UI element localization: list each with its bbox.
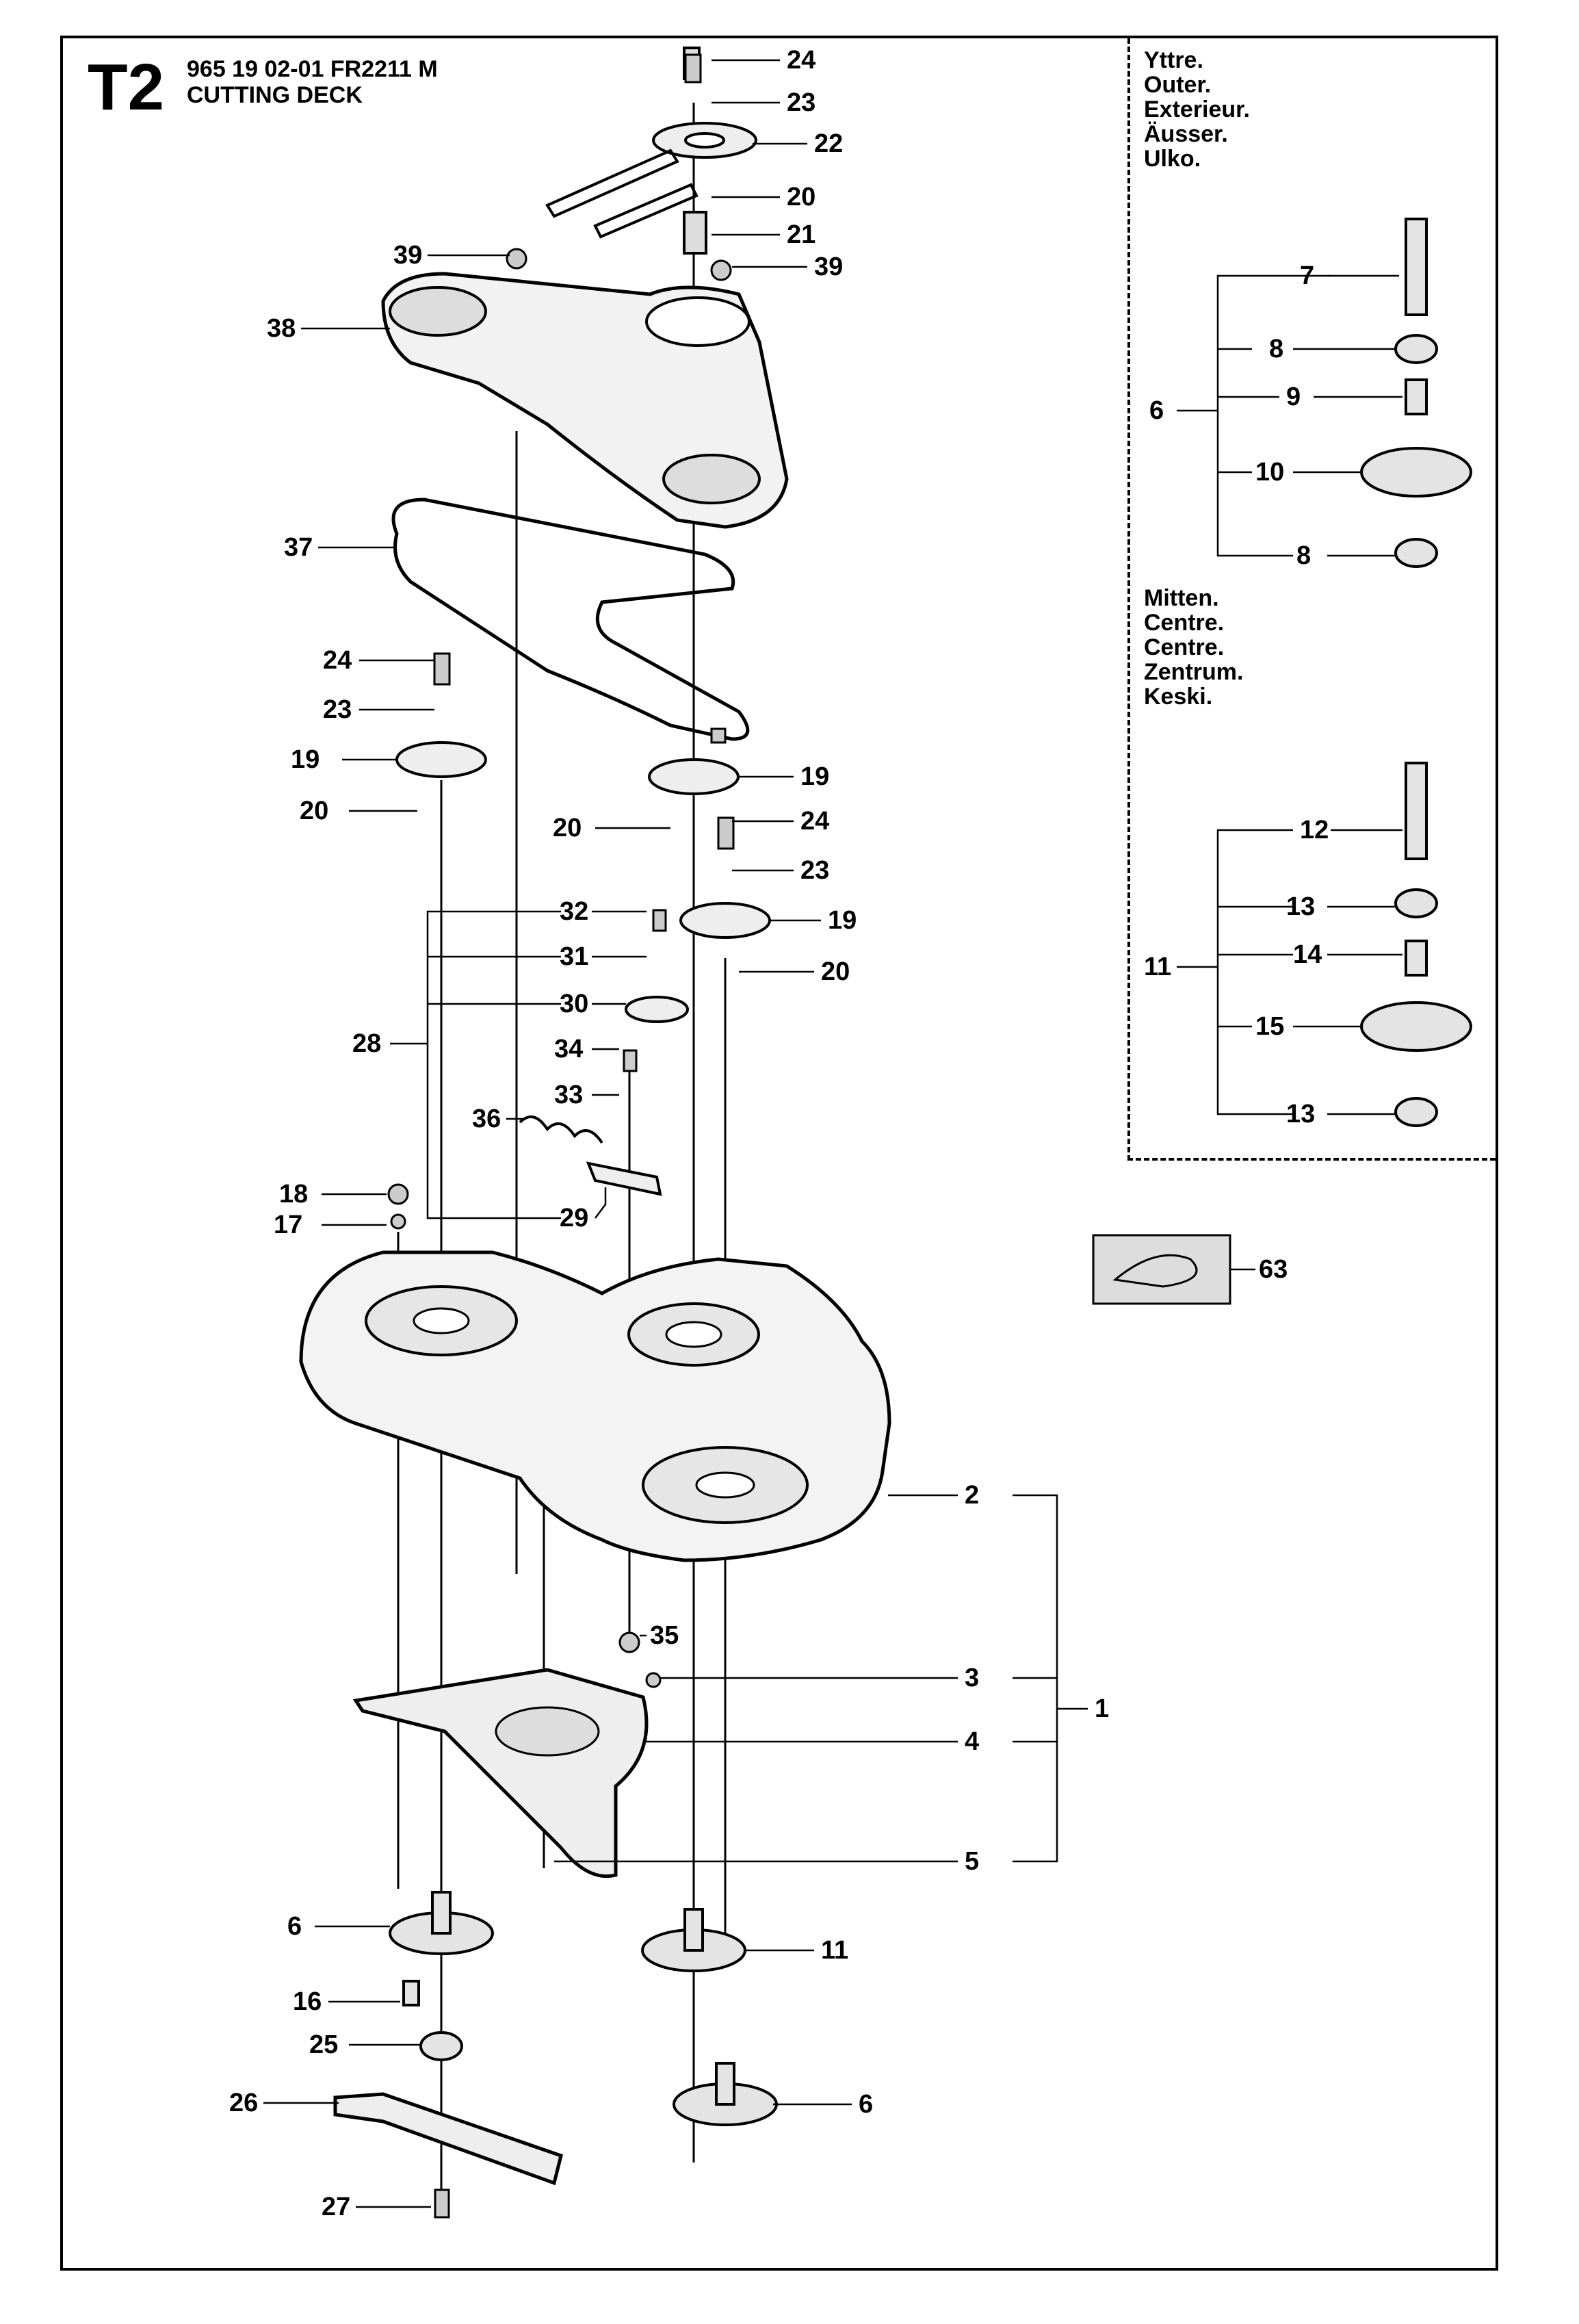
callout: 3 [965, 1664, 979, 1692]
callout: 14 [1293, 940, 1322, 969]
callout: 8 [1296, 541, 1311, 570]
callout: 26 [229, 2089, 258, 2117]
outer-label-de: Äusser. [1144, 121, 1228, 147]
callout: 16 [293, 1987, 322, 2016]
callout: 30 [560, 990, 588, 1018]
bolts [387, 53, 735, 1688]
belt-strips [545, 149, 699, 239]
callout: 35 [650, 1621, 679, 1650]
outer-label-fi: Ulko. [1144, 146, 1201, 172]
callout: 29 [560, 1204, 588, 1232]
v-belt-drawing [391, 498, 750, 741]
callout: 33 [554, 1081, 583, 1109]
callout: 24 [323, 646, 352, 675]
callout: 37 [284, 533, 313, 562]
callout: 36 [472, 1105, 501, 1133]
inset-spindle-outer [1360, 218, 1472, 568]
centre-label-fr: Centre. [1144, 634, 1225, 660]
callout: 28 [352, 1029, 381, 1058]
outer-label-fr: Exterieur. [1144, 96, 1250, 122]
callout: 24 [787, 46, 815, 75]
callout: 6 [287, 1912, 302, 1941]
callout: 19 [291, 745, 319, 774]
callout: 15 [1255, 1012, 1284, 1041]
callout: 18 [279, 1180, 308, 1209]
decal-63-drawing [1092, 1234, 1231, 1305]
callout: 11 [821, 1936, 848, 1965]
callout: 7 [1300, 261, 1314, 290]
callout: 31 [560, 942, 588, 971]
callout: 9 [1286, 383, 1301, 411]
callout: 8 [1269, 335, 1283, 363]
callout: 20 [787, 183, 815, 211]
callout: 5 [965, 1847, 979, 1876]
callout: 19 [828, 906, 857, 935]
drawing-frame [60, 36, 1498, 2271]
callout: 12 [1300, 816, 1329, 844]
callout: 6 [859, 2090, 873, 2119]
callout: 19 [800, 762, 829, 791]
inset-spindle-centre [1360, 762, 1472, 1127]
callout: 34 [554, 1035, 583, 1063]
centre-label-de: Zentrum. [1144, 659, 1244, 685]
outer-label-sv: Yttre. [1144, 47, 1203, 73]
sheet-code: T2 [88, 51, 165, 124]
callout-labels: 24 23 22 20 21 39 39 38 37 24 23 19 20 1… [229, 46, 1329, 2221]
callout: 4 [965, 1727, 979, 1756]
idler-arm-drawing [586, 1161, 662, 1196]
centre-label-fi: Keski. [1144, 684, 1213, 710]
callout: 25 [309, 2030, 338, 2059]
callout: 23 [787, 88, 815, 117]
callout: 20 [553, 814, 582, 842]
outer-location-labels: Yttre. Outer. Exterieur. Äusser. Ulko. [1144, 48, 1250, 171]
callout: 22 [814, 129, 843, 158]
callout: 21 [787, 220, 815, 249]
callout: 2 [965, 1481, 979, 1510]
sheet-header: 965 19 02-01 FR2211 M CUTTING DECK [187, 56, 438, 108]
callout: 63 [1259, 1255, 1288, 1284]
part-number-line: 965 19 02-01 FR2211 M [187, 56, 438, 82]
callout: 6 [1149, 396, 1164, 425]
pulleys-19 [395, 741, 771, 1023]
blade-drawing [333, 2092, 563, 2186]
callout: 38 [267, 314, 296, 343]
callout: 39 [393, 241, 422, 270]
centre-label-en: Centre. [1144, 610, 1225, 636]
centre-location-labels: Mitten. Centre. Centre. Zentrum. Keski. [1144, 586, 1243, 709]
callout: 10 [1255, 458, 1284, 487]
callout: 27 [322, 2193, 350, 2221]
callout: 23 [800, 856, 829, 885]
blade-bolt-drawing [434, 2189, 450, 2219]
callout: 20 [300, 797, 328, 825]
spring-drawing [519, 1115, 603, 1144]
callout: 20 [821, 957, 850, 986]
outer-label-en: Outer. [1144, 72, 1212, 98]
callout: 39 [814, 253, 843, 281]
callout: 17 [274, 1211, 302, 1239]
callout: 23 [323, 695, 352, 724]
discharge-chute-drawing [352, 1668, 649, 1878]
callout: 32 [560, 897, 588, 926]
centre-label-sv: Mitten. [1144, 585, 1219, 611]
callout: 1 [1095, 1694, 1109, 1723]
callout: 24 [800, 807, 829, 836]
callout: 13 [1286, 892, 1315, 921]
page-title: CUTTING DECK [187, 82, 363, 108]
top-pulley-drawing [652, 122, 757, 159]
callout: 13 [1286, 1100, 1315, 1128]
spindle-housings [389, 1891, 778, 2126]
detail-inset-border [1127, 38, 1496, 1161]
callout: 11 [1144, 953, 1171, 981]
